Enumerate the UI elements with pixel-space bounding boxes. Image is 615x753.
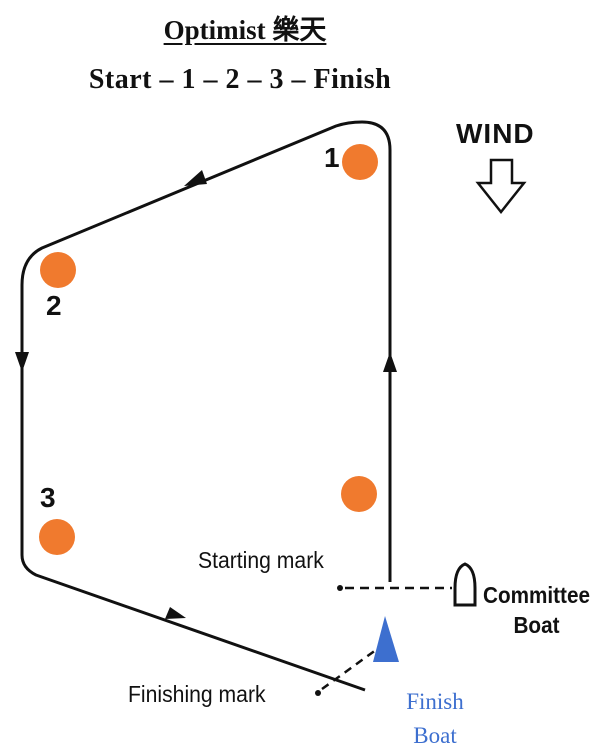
finish-boat-label-line1: Finish xyxy=(406,689,464,714)
course-arrow-down xyxy=(15,352,29,372)
committee-boat-label-line2: Boat xyxy=(513,612,560,638)
committee-boat-label: Committee Boat xyxy=(483,580,590,640)
course-line xyxy=(20,120,392,692)
mark-start-buoy xyxy=(341,476,377,512)
wind-arrow-icon xyxy=(475,158,527,215)
wind-label: WIND xyxy=(456,118,535,149)
committee-boat-icon xyxy=(453,562,477,607)
diagram-title: Optimist 樂天 xyxy=(163,15,327,45)
mark-1 xyxy=(342,144,378,180)
mark-2-label: 2 xyxy=(46,290,62,321)
course-arrow-up xyxy=(383,352,397,372)
finish-line xyxy=(321,645,381,691)
course-sequence: Start – 1 – 2 – 3 – Finish xyxy=(88,64,392,95)
finishing-mark-dot xyxy=(315,690,321,696)
starting-mark-dot xyxy=(337,585,343,591)
committee-boat-label-line1: Committee xyxy=(483,582,590,608)
mark-1-label: 1 xyxy=(324,142,340,173)
mark-3 xyxy=(39,519,75,555)
mark-2 xyxy=(40,252,76,288)
course-arrow-right xyxy=(165,607,186,619)
starting-mark-label: Starting mark xyxy=(198,547,324,573)
finishing-mark-label: Finishing mark xyxy=(128,681,266,707)
mark-3-label: 3 xyxy=(40,482,56,513)
finish-boat-label-line2: Boat xyxy=(413,723,457,748)
finish-boat-icon xyxy=(373,616,399,662)
course-arrow-left xyxy=(184,170,207,186)
finish-boat-label: Finish Boat xyxy=(390,685,480,753)
